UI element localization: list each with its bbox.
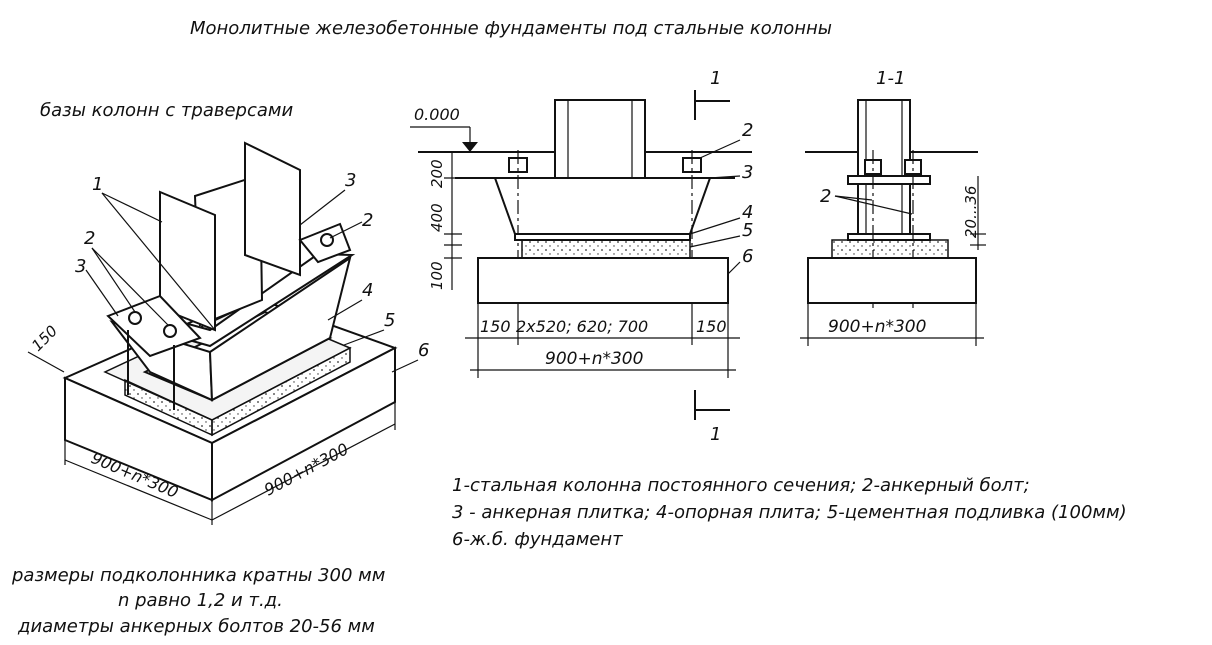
callout-6: 6	[742, 246, 753, 267]
section-title: 1-1	[876, 68, 905, 89]
anchor-bolt-nut	[128, 311, 142, 325]
legend-line-3: 6-ж.б. фундамент	[452, 529, 623, 550]
level-mark: 0.000	[414, 105, 460, 124]
callout-2: 2	[742, 120, 753, 141]
callout-3-left: 3	[75, 256, 86, 277]
legend: 1-стальная колонна постоянного сечения; …	[452, 475, 1127, 550]
callout-2: 2	[820, 186, 831, 207]
traverse	[493, 177, 712, 235]
dim-gap: 20...36	[962, 186, 980, 238]
note-line-3: диаметры анкерных болтов 20-56 мм	[17, 616, 375, 637]
foundation-block	[477, 257, 729, 304]
dim-150: 150	[28, 322, 61, 355]
elevation-view: 0.000 200 400 100 1	[410, 68, 753, 445]
dim-total-width: 900+n*300	[545, 349, 643, 369]
callout-6: 6	[418, 340, 429, 361]
legend-line-2: 3 - анкерная плитка; 4-опорная плита; 5-…	[452, 502, 1127, 523]
dim-200: 200	[428, 159, 446, 188]
isometric-subtitle: базы колонн с траверсами	[40, 100, 293, 121]
anchor-plate	[847, 175, 931, 185]
callout-5: 5	[742, 220, 753, 241]
callout-4: 4	[362, 280, 373, 301]
dim-bolt-spacing: 2x520; 620; 700	[516, 317, 648, 336]
foundation-block	[807, 257, 977, 304]
cement-grout-side	[211, 346, 351, 437]
drawing-title: Монолитные железобетонные фундаменты под…	[190, 18, 832, 39]
anchor-bolt-nut	[320, 233, 334, 247]
dim-total-width: 900+n*300	[828, 317, 926, 337]
column-flange-back	[244, 141, 301, 277]
dim-400: 400	[428, 203, 446, 232]
traverse-side	[208, 255, 352, 402]
base-plate	[847, 233, 931, 241]
base-plate	[514, 233, 691, 241]
section-mark-bottom: 1	[710, 424, 721, 445]
callout-2-left: 2	[84, 228, 95, 249]
callout-4: 4	[742, 202, 753, 223]
isometric-view: базы колонн с траверсами 1 3	[27, 100, 429, 525]
notes: размеры подколонника кратны 300 мм n рав…	[11, 565, 385, 637]
callout-1: 1	[92, 174, 103, 195]
cement-grout	[831, 239, 949, 259]
note-line-2: n равно 1,2 и т.д.	[118, 590, 283, 611]
legend-line-1: 1-стальная колонна постоянного сечения; …	[452, 475, 1030, 496]
dim-150-right: 150	[696, 317, 727, 336]
dim-150-left: 150	[480, 317, 511, 336]
section-view: 1-1 2 20...36 900+n*300	[800, 68, 986, 346]
callout-5: 5	[384, 310, 395, 331]
callout-3: 3	[742, 162, 753, 183]
anchor-plate-left	[106, 294, 202, 358]
anchor-bolt-nut	[163, 324, 177, 338]
cement-grout	[521, 239, 691, 259]
section-mark-top: 1	[710, 68, 721, 89]
callout-2-upper: 2	[362, 210, 373, 231]
note-line-1: размеры подколонника кратны 300 мм	[11, 565, 385, 586]
dim-100: 100	[428, 261, 446, 290]
callout-3-upper: 3	[345, 170, 356, 191]
